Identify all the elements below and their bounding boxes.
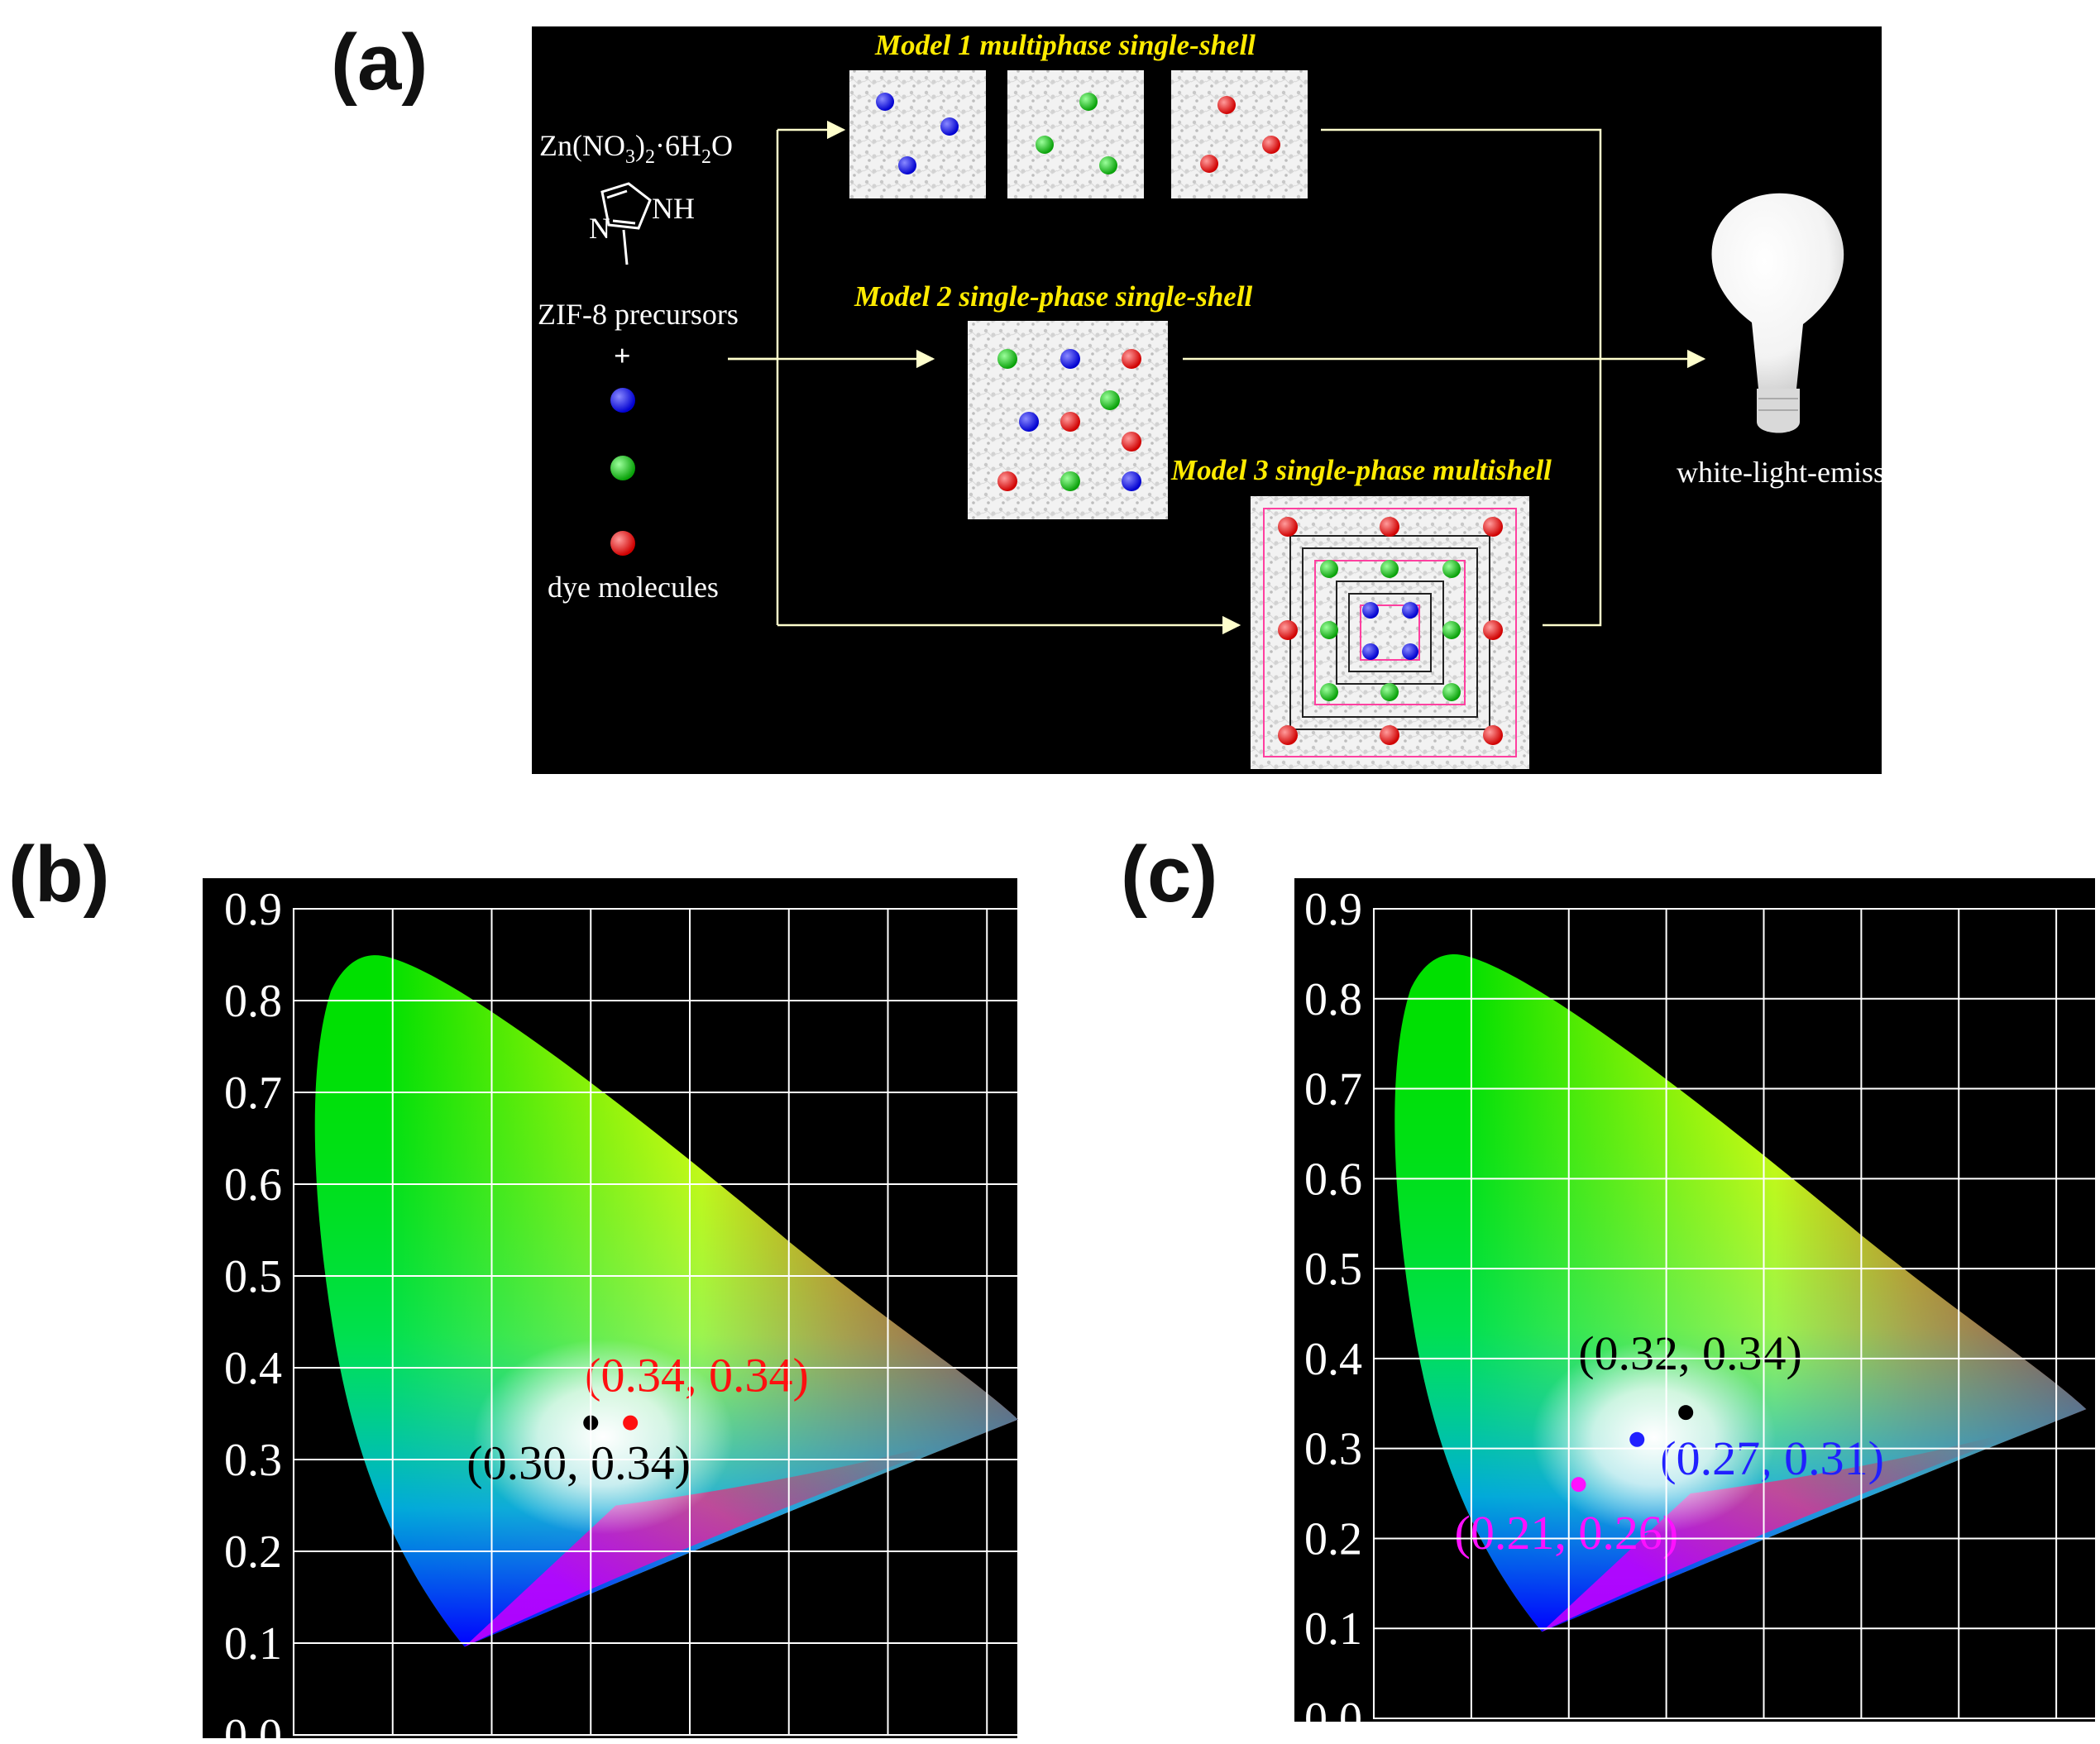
model2-particle [968,321,1168,519]
data-point [1629,1431,1645,1447]
gridlines [293,908,1087,1736]
y-tick-label: 0.6 [224,1159,282,1211]
cie-diagram-b: 0.00.10.20.30.40.50.60.70.8 0.00.10.20.3… [203,878,1088,1744]
y-tick-label: 0.1 [224,1618,282,1670]
model1-particle-red [1171,70,1308,198]
precursor-formula: Zn(NO3)2·6H2O [539,129,733,168]
cie-diagram-c: 0.0 0.1 0.2 0.3 0.4 0.5 0.6 0.7 0.8 0.0 0.1 0.2 0.3… [1294,878,2100,1744]
y-tick-label: 0.4 [1304,1334,1362,1385]
model3-title: Model 3 single-phase multishell [1170,454,1552,486]
data-point-label: (0.32, 0.34) [1578,1326,1802,1380]
y-tick-label: 0.7 [1304,1064,1362,1116]
red-dye-legend [610,531,635,556]
imidazole-n-label: N [589,212,610,245]
schematic-panel: Zn(NO3)2·6H2O NH N ZIF-8 precursors + dy… [532,26,1923,774]
x-tick-label: 0.7 [2027,1727,2085,1744]
imidazole-nh-label: NH [652,192,695,225]
data-point [623,1415,639,1431]
panel-label-b: (b) [8,830,110,919]
gridlines [1373,908,2100,1719]
y-tick-label: 0.8 [1304,974,1362,1025]
y-tick-label: 0.5 [1304,1244,1362,1295]
white-light-emission-label: white-light-emission [1677,456,1923,489]
data-point-label: (0.34, 0.34) [585,1349,809,1402]
data-point [1571,1477,1586,1493]
x-tick-label: 0.4 [1735,1727,1793,1744]
model1-title: Model 1 multiphase single-shell [874,29,1256,61]
x-tick-label: 0.0 [1345,1727,1403,1744]
x-tick-label: 0.2 [1540,1727,1598,1744]
model1-particle-green [1007,70,1144,198]
dye-molecules-label: dye molecules [548,571,719,604]
data-point-label: (0.27, 0.31) [1660,1431,1884,1485]
imidazole-structure [600,182,652,265]
y-tick-label: 0.0 [1304,1694,1362,1744]
precursors-label: ZIF-8 precursors [538,298,739,331]
data-point [1678,1405,1694,1421]
light-bulb-icon [1711,193,1844,433]
x-tick-label: 0.6 [1930,1727,1988,1744]
y-tick-label: 0.2 [1304,1513,1362,1565]
y-tick-label: 0.7 [224,1068,282,1119]
model1-particle-blue [849,70,986,198]
x-tick-label: 0.1 [1442,1727,1500,1744]
y-tick-label: 0.5 [224,1251,282,1302]
y-tick-label: 0.9 [1304,884,1362,935]
y-tick-label: 0.2 [224,1527,282,1578]
y-tick-label: 0.3 [1304,1424,1362,1475]
data-point-label: (0.21, 0.26) [1455,1506,1679,1560]
blue-dye-legend [610,388,635,413]
cie-gamut [1394,954,2087,1632]
data-point-label: (0.30, 0.34) [466,1436,691,1490]
model3-particle [1251,496,1529,769]
panel-label-a: (a) [331,18,428,107]
x-tick-label: 0.3 [1638,1727,1696,1744]
plus-sign: + [614,339,631,372]
flow-arrows [728,120,1706,635]
panel-label-c: (c) [1121,830,1217,919]
y-tick-label: 0.6 [1304,1154,1362,1205]
y-tick-label: 0.0 [224,1710,282,1744]
y-tick-label: 0.1 [1304,1603,1362,1655]
y-tick-label: 0.9 [224,884,282,935]
y-tick-label: 0.3 [224,1435,282,1486]
model2-title: Model 2 single-phase single-shell [854,280,1253,313]
y-tick-label: 0.8 [224,976,282,1027]
cie-gamut [314,955,1019,1647]
x-tick-label: 0.5 [1832,1727,1890,1744]
green-dye-legend [610,456,635,480]
y-tick-label: 0.4 [224,1343,282,1394]
